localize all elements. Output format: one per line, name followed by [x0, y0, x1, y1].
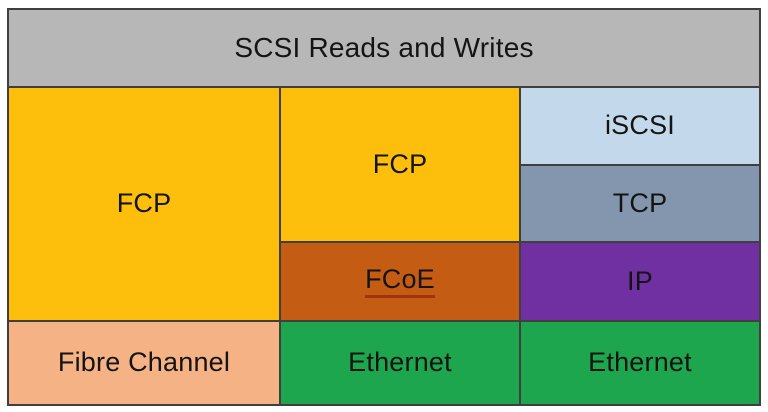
protocol-stack-diagram: SCSI Reads and Writes FCP FCP FCoE iSCSI… — [7, 8, 761, 406]
box-label-iscsi: iSCSI — [604, 110, 676, 141]
box-fcp-fcoe: FCP — [281, 88, 519, 241]
box-label-ethernet-mid: Ethernet — [348, 347, 452, 378]
box-label-fcoe: FCoE — [365, 264, 435, 299]
box-label-fibre-channel: Fibre Channel — [57, 347, 231, 378]
box-tcp: TCP — [521, 166, 759, 241]
box-label-tcp: TCP — [612, 187, 668, 218]
box-label-ip: IP — [627, 265, 653, 296]
diagram-title-box: SCSI Reads and Writes — [9, 10, 759, 86]
box-ip: IP — [521, 243, 759, 320]
box-label-fcp-mid: FCP — [372, 148, 428, 179]
box-label-fcp-left: FCP — [116, 188, 172, 219]
box-ethernet-fcoe: Ethernet — [281, 322, 519, 404]
box-iscsi: iSCSI — [521, 88, 759, 164]
box-ethernet-iscsi: Ethernet — [521, 322, 759, 404]
box-fcoe: FCoE — [281, 243, 519, 320]
diagram-title: SCSI Reads and Writes — [234, 31, 534, 63]
box-fcp-fibre-channel: FCP — [9, 88, 279, 320]
box-label-ethernet-right: Ethernet — [588, 347, 692, 378]
box-fibre-channel: Fibre Channel — [9, 322, 279, 404]
